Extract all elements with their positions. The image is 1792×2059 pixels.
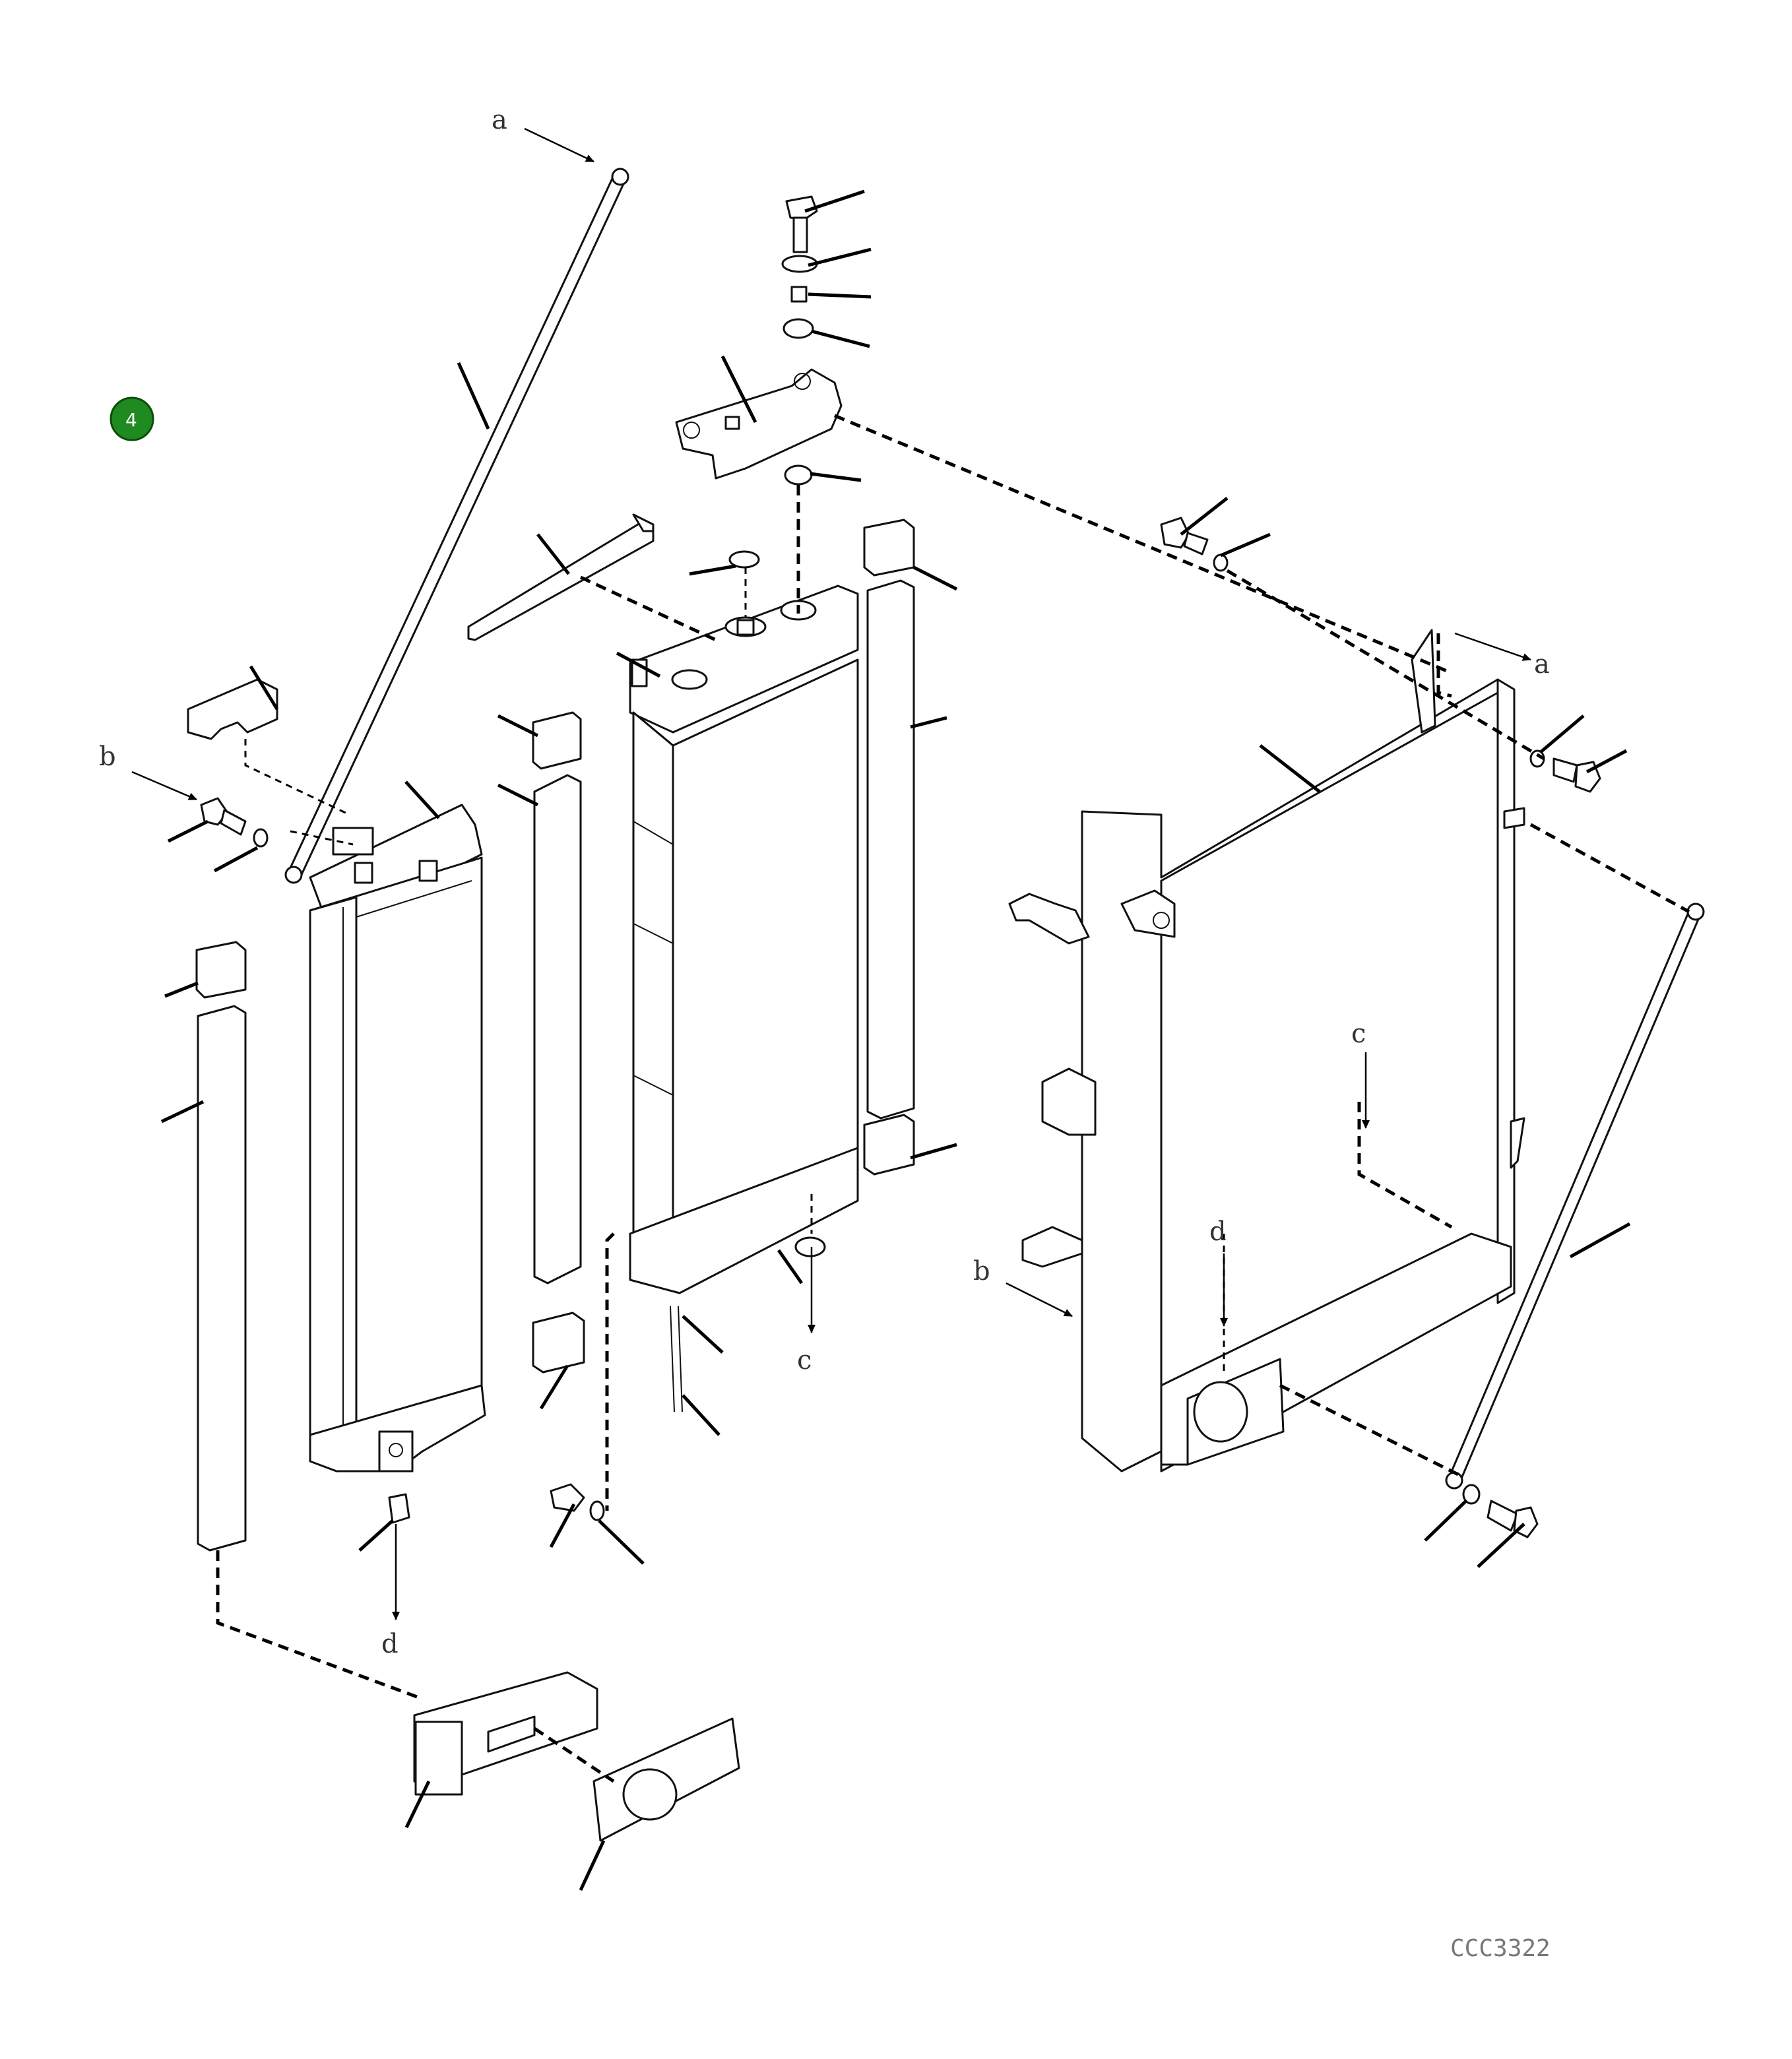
- ref-letter-a-top: a: [492, 105, 507, 135]
- bolt-left: [200, 797, 269, 848]
- reference-letters: a a b b c c d d: [99, 105, 1550, 1659]
- pin-fasteners: [388, 1236, 826, 1524]
- section-badge: 4: [110, 396, 154, 441]
- stay-rod-left: [284, 168, 629, 884]
- foam-blocks-middle: [532, 711, 585, 1374]
- bolt-bottom-right: [1462, 1484, 1539, 1538]
- foam-blocks-right: [863, 519, 915, 1176]
- ref-letter-c-right: c: [1351, 1019, 1366, 1049]
- radiator-core: [629, 585, 859, 1294]
- bottom-plate: [592, 1717, 740, 1842]
- stay-rod-right: [1445, 903, 1705, 1490]
- seal-strip-top: [467, 513, 655, 641]
- radiator-cap: [724, 550, 767, 637]
- ref-letter-a-right: a: [1534, 649, 1550, 680]
- assembly-lines: [216, 414, 1690, 1783]
- bolt-stack-top: [781, 195, 818, 486]
- bolt-upper-right: [1160, 517, 1229, 572]
- bottom-support-bracket: [413, 1671, 598, 1796]
- callout-leaders: [160, 189, 1631, 1891]
- radiator-frame: [1008, 629, 1525, 1473]
- ref-letter-c-center: c: [797, 1345, 812, 1376]
- upper-bracket: [675, 368, 843, 480]
- ref-letter-b-right: b: [973, 1256, 990, 1286]
- foam-blocks-left: [187, 678, 278, 1552]
- ref-letter-d-left: d: [381, 1629, 399, 1659]
- drawing-code: CCC3322: [1450, 1935, 1551, 1962]
- oil-cooler-core: [309, 804, 486, 1473]
- ref-letter-b-left: b: [99, 742, 116, 772]
- ref-letter-d-right: d: [1209, 1217, 1227, 1247]
- section-badge-label: 4: [125, 409, 137, 431]
- direction-arrows: [131, 127, 1531, 1620]
